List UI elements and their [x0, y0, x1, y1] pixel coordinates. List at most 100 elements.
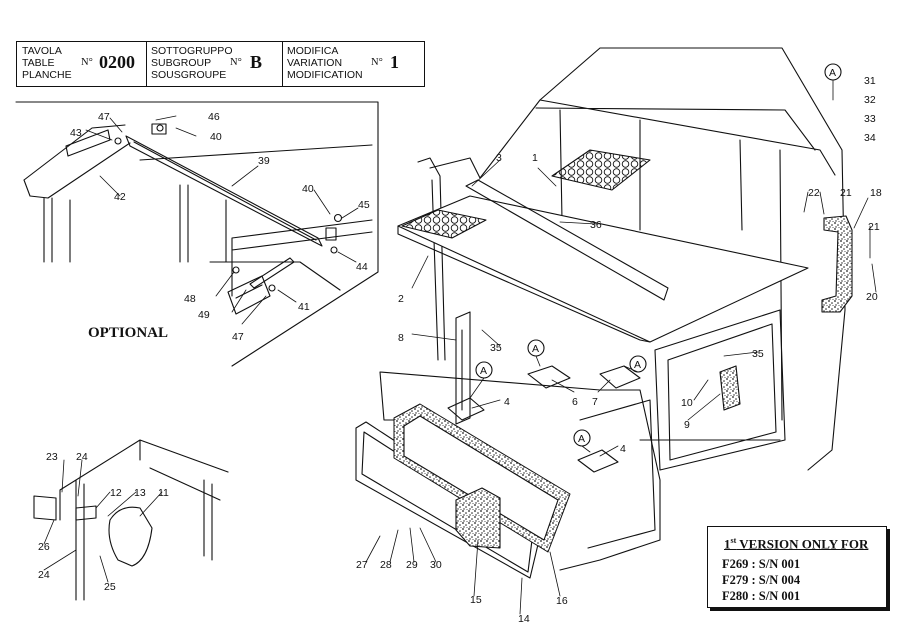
mesh-patch-rear [551, 149, 651, 191]
plate-4b [577, 449, 619, 473]
hook-strip-42 [65, 129, 111, 157]
table-label-en: TABLE [22, 57, 55, 69]
part-number-label: 49 [198, 309, 210, 321]
part-number-label: 14 [518, 613, 530, 625]
vent-grille-9 [719, 365, 741, 411]
table-no-label: N° [81, 57, 93, 68]
modification-label-it: MODIFICA [287, 45, 339, 57]
part-number-label: 43 [70, 127, 82, 139]
table-label-it: TAVOLA [22, 45, 62, 57]
part-number-label: 12 [110, 487, 122, 499]
version-title-prefix: 1 [724, 536, 731, 552]
version-line: F279 : S/N 004 [722, 573, 801, 587]
part-number-label: 27 [356, 559, 368, 571]
sunshade-rail-41 [249, 257, 295, 289]
part-number-label: 8 [398, 332, 404, 344]
sunshade-bracket-40b [325, 227, 337, 241]
cab-rear-window [559, 109, 783, 421]
part-number-label: 47 [232, 331, 244, 343]
modification-no-label: N° [371, 57, 383, 68]
subgroup-value: B [250, 52, 263, 72]
modification-cell: MODIFICA VARIATION MODIFICATION N° 1 [282, 42, 426, 86]
callout-a-letter: A [578, 433, 585, 445]
part-number-label: 47 [98, 111, 110, 123]
part-number-label: 40 [302, 183, 314, 195]
strip-3 [465, 179, 669, 301]
modification-label-fr: MODIFICATION [287, 69, 363, 81]
part-number-label: 2 [398, 293, 404, 305]
part-number-label: 10 [681, 397, 693, 409]
sunshade-roller-39 [125, 135, 323, 247]
part-number-label: 39 [258, 155, 270, 167]
mesh-patch-front [401, 209, 487, 239]
part-number-label: 9 [684, 419, 690, 431]
front-panel-14 [355, 421, 541, 579]
part-number-label: 28 [380, 559, 392, 571]
sunshade-bracket-40a [151, 123, 167, 135]
optional-label: OPTIONAL [88, 325, 169, 341]
part-number-label: 36 [590, 219, 602, 231]
part-number-label: 32 [864, 94, 876, 106]
part-number-label: 29 [406, 559, 418, 571]
part-number-label: 4 [504, 396, 510, 408]
part-number-label: 13 [134, 487, 146, 499]
version-note-box: 1st VERSION ONLY FOR F269 : S/N 001 F279… [707, 526, 887, 608]
part-number-label: 33 [864, 113, 876, 125]
version-line: F280 : S/N 001 [722, 589, 801, 603]
part-number-label: 35 [490, 342, 502, 354]
subgroup-label-fr: SOUSGROUPE [151, 69, 227, 81]
part-number-label: 34 [864, 132, 876, 144]
version-note-title: 1st VERSION ONLY FOR [724, 536, 868, 552]
table-label-fr: PLANCHE [22, 69, 72, 81]
version-title-sup: st [730, 536, 737, 545]
part-number-label: 3 [496, 152, 502, 164]
part-number-label: 4 [620, 443, 626, 455]
callout-a-letter: A [829, 67, 836, 79]
part-number-label: 40 [210, 131, 222, 143]
inset-lower-bracket [227, 275, 271, 315]
callout-a-letter: A [480, 365, 487, 377]
plate-7 [599, 365, 641, 389]
gasket-16-inner [403, 415, 559, 541]
optional-inset-border [15, 101, 379, 367]
subgroup-label-en: SUBGROUP [151, 57, 212, 69]
callout-a-letter: A [532, 343, 539, 355]
cab-roof-edge [535, 99, 836, 176]
title-block: TAVOLA TABLE PLANCHE N° 0200 SOTTOGRUPPO… [16, 41, 425, 87]
subgroup-no-label: N° [230, 57, 242, 68]
mirror-11 [108, 506, 153, 567]
subgroup-label-it: SOTTOGRUPPO [151, 45, 233, 57]
part-number-label: 21 [840, 187, 852, 199]
grab-handle-18 [821, 215, 853, 313]
part-number-label: 16 [556, 595, 568, 607]
part-number-label: 25 [104, 581, 116, 593]
version-title-rest: VERSION ONLY FOR [736, 536, 869, 552]
insulation-15 [455, 487, 501, 549]
part-number-label: 24 [38, 569, 50, 581]
table-cell: TAVOLA TABLE PLANCHE N° 0200 [17, 42, 147, 86]
modification-value: 1 [390, 52, 399, 72]
part-number-label: 11 [158, 487, 169, 499]
part-number-label: 21 [868, 221, 880, 233]
subgroup-cell: SOTTOGRUPPO SUBGROUP SOUSGROUPE N° B [146, 42, 283, 86]
callout-a-letter: A [634, 359, 641, 371]
part-number-label: 22 [808, 187, 820, 199]
cab-base-side [579, 399, 656, 549]
part-number-label: 31 [864, 75, 876, 87]
bracket-8 [455, 311, 471, 425]
part-number-label: 23 [46, 451, 58, 463]
inset-roof-rail [23, 124, 131, 263]
part-number-label: 35 [752, 348, 764, 360]
table-number: 0200 [99, 52, 135, 72]
part-number-label: 48 [184, 293, 196, 305]
cab-roof-front [429, 47, 846, 471]
plate-4a [447, 397, 485, 421]
part-number-label: 1 [532, 152, 538, 164]
part-number-label: 26 [38, 541, 50, 553]
mirror-cab-corner [59, 439, 229, 601]
roof-panel-2-lip [397, 225, 651, 343]
part-number-label: 44 [356, 261, 368, 273]
part-number-label: 20 [866, 291, 878, 303]
